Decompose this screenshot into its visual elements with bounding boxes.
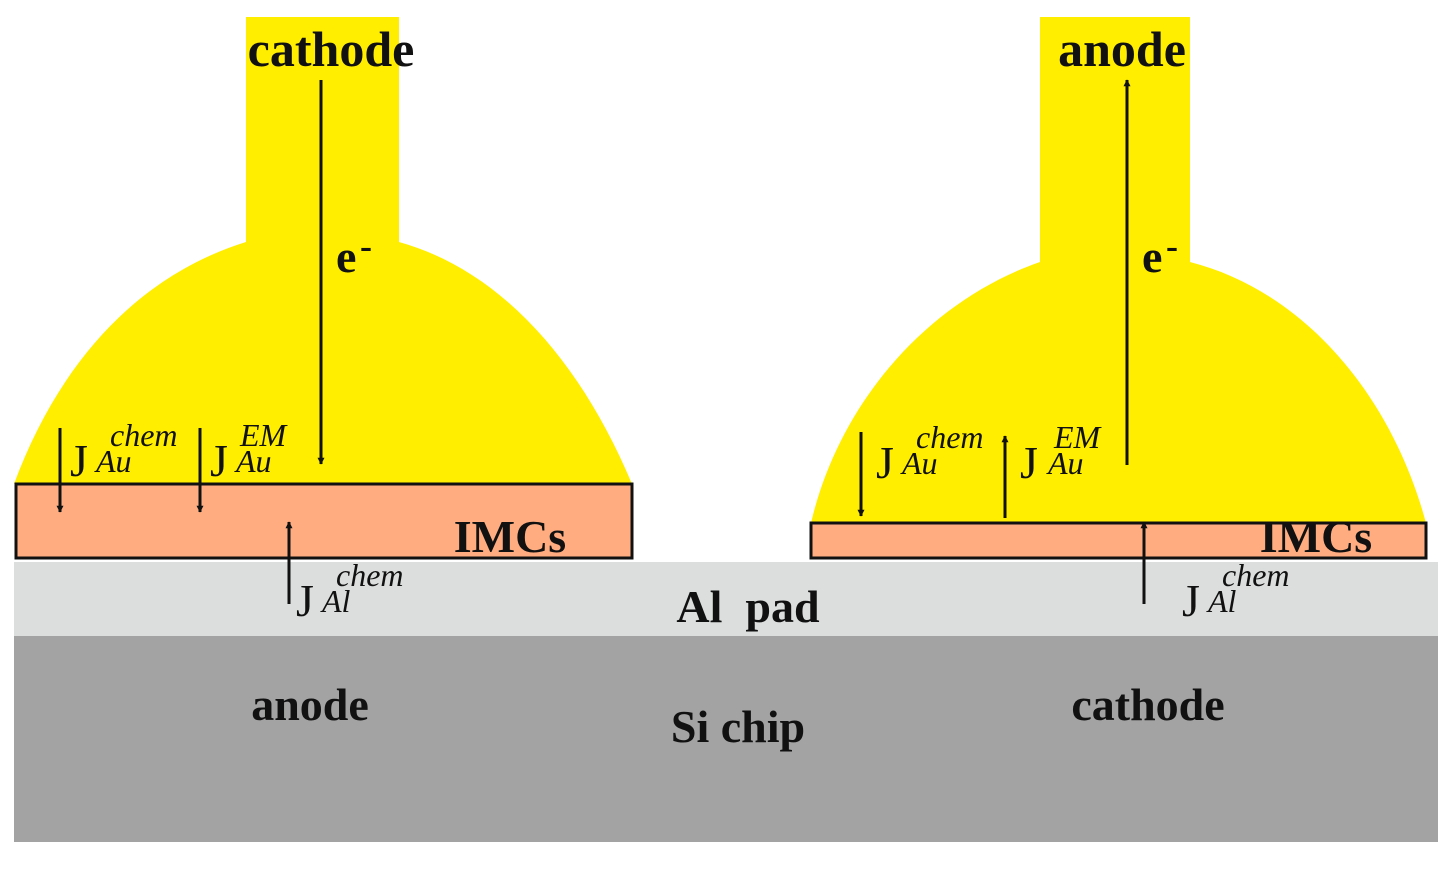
svg-text:J: J [876,437,894,488]
svg-text:chem: chem [110,417,178,453]
svg-text:Au: Au [234,443,272,479]
right-gold-bump [811,17,1426,523]
si-chip-label: Si chip [671,701,805,752]
left-j-al-chem-label: J chem Al [296,557,404,626]
svg-text:Au: Au [1046,445,1084,481]
svg-text:EM: EM [239,417,289,453]
left-wire-terminal-label: cathode [248,21,415,77]
left-j-au-chem-label: J chem Au [70,417,178,486]
right-electron-charge: - [1166,226,1178,266]
svg-text:chem: chem [1222,557,1290,593]
svg-text:Au: Au [900,445,938,481]
al-pad-label: Al pad [676,581,820,632]
svg-text:J: J [210,435,228,486]
svg-text:J: J [1182,575,1200,626]
left-electron-charge: - [360,226,372,266]
svg-text:Au: Au [94,443,132,479]
svg-text:J: J [1020,437,1038,488]
svg-text:Al: Al [320,583,351,619]
left-substrate-terminal-label: anode [251,679,369,730]
left-imc-layer [14,482,634,560]
right-j-au-chem-label: J chem Au [876,419,984,488]
right-imc-layer [809,521,1428,560]
right-imc-label: IMCs [1260,511,1372,562]
svg-text:Al: Al [1206,583,1237,619]
svg-text:chem: chem [336,557,404,593]
right-substrate-terminal-label: cathode [1071,679,1224,730]
svg-text:chem: chem [916,419,984,455]
left-imc-label: IMCs [454,511,566,562]
left-j-au-em-label: J EM Au [210,417,289,486]
svg-text:EM: EM [1053,419,1103,455]
left-gold-bump [14,17,632,484]
right-wire-terminal-label: anode [1058,21,1186,77]
right-j-al-chem-label: J chem Al [1182,557,1290,626]
right-electron-label: e [1142,231,1162,282]
left-electron-label: e [336,231,356,282]
al-pad-layer [14,562,1438,636]
svg-text:J: J [70,435,88,486]
si-chip-layer [14,636,1438,842]
right-j-au-em-label: J EM Au [1020,419,1103,488]
svg-text:J: J [296,575,314,626]
